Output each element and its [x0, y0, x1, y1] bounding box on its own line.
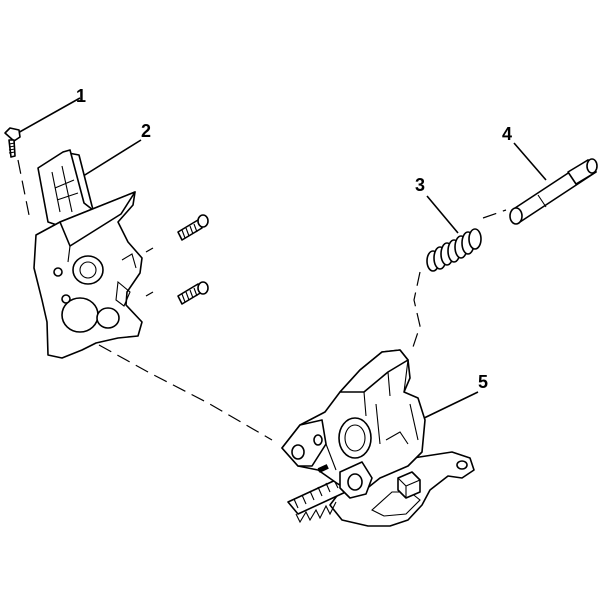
leader-line-4	[513, 142, 547, 181]
lever-bracket-icon	[33, 149, 143, 359]
pin-icon	[509, 158, 598, 225]
leader-line-1	[15, 97, 81, 135]
callout-4: 4	[502, 124, 512, 144]
callout-2: 2	[141, 121, 151, 141]
screw-icon	[4, 127, 21, 158]
housing-assembly-icon	[281, 349, 475, 527]
assembly-line-screw-1	[17, 159, 31, 221]
callout-1: 1	[76, 86, 86, 106]
leader-line-3	[426, 195, 459, 234]
assembly-line-pin	[482, 209, 507, 219]
callout-3: 3	[415, 175, 425, 195]
leader-line-5	[419, 391, 479, 421]
assembly-line-screw-a	[145, 247, 154, 253]
mounting-screw-icon	[177, 214, 209, 241]
mounting-screw-icon	[177, 281, 209, 305]
assembly-line-spring	[411, 271, 421, 351]
assembly-line-bracket	[98, 344, 273, 441]
assembly-line-screw-b	[145, 291, 154, 297]
spring-icon	[426, 228, 482, 272]
leader-line-2	[79, 139, 142, 179]
callout-5: 5	[478, 372, 488, 392]
